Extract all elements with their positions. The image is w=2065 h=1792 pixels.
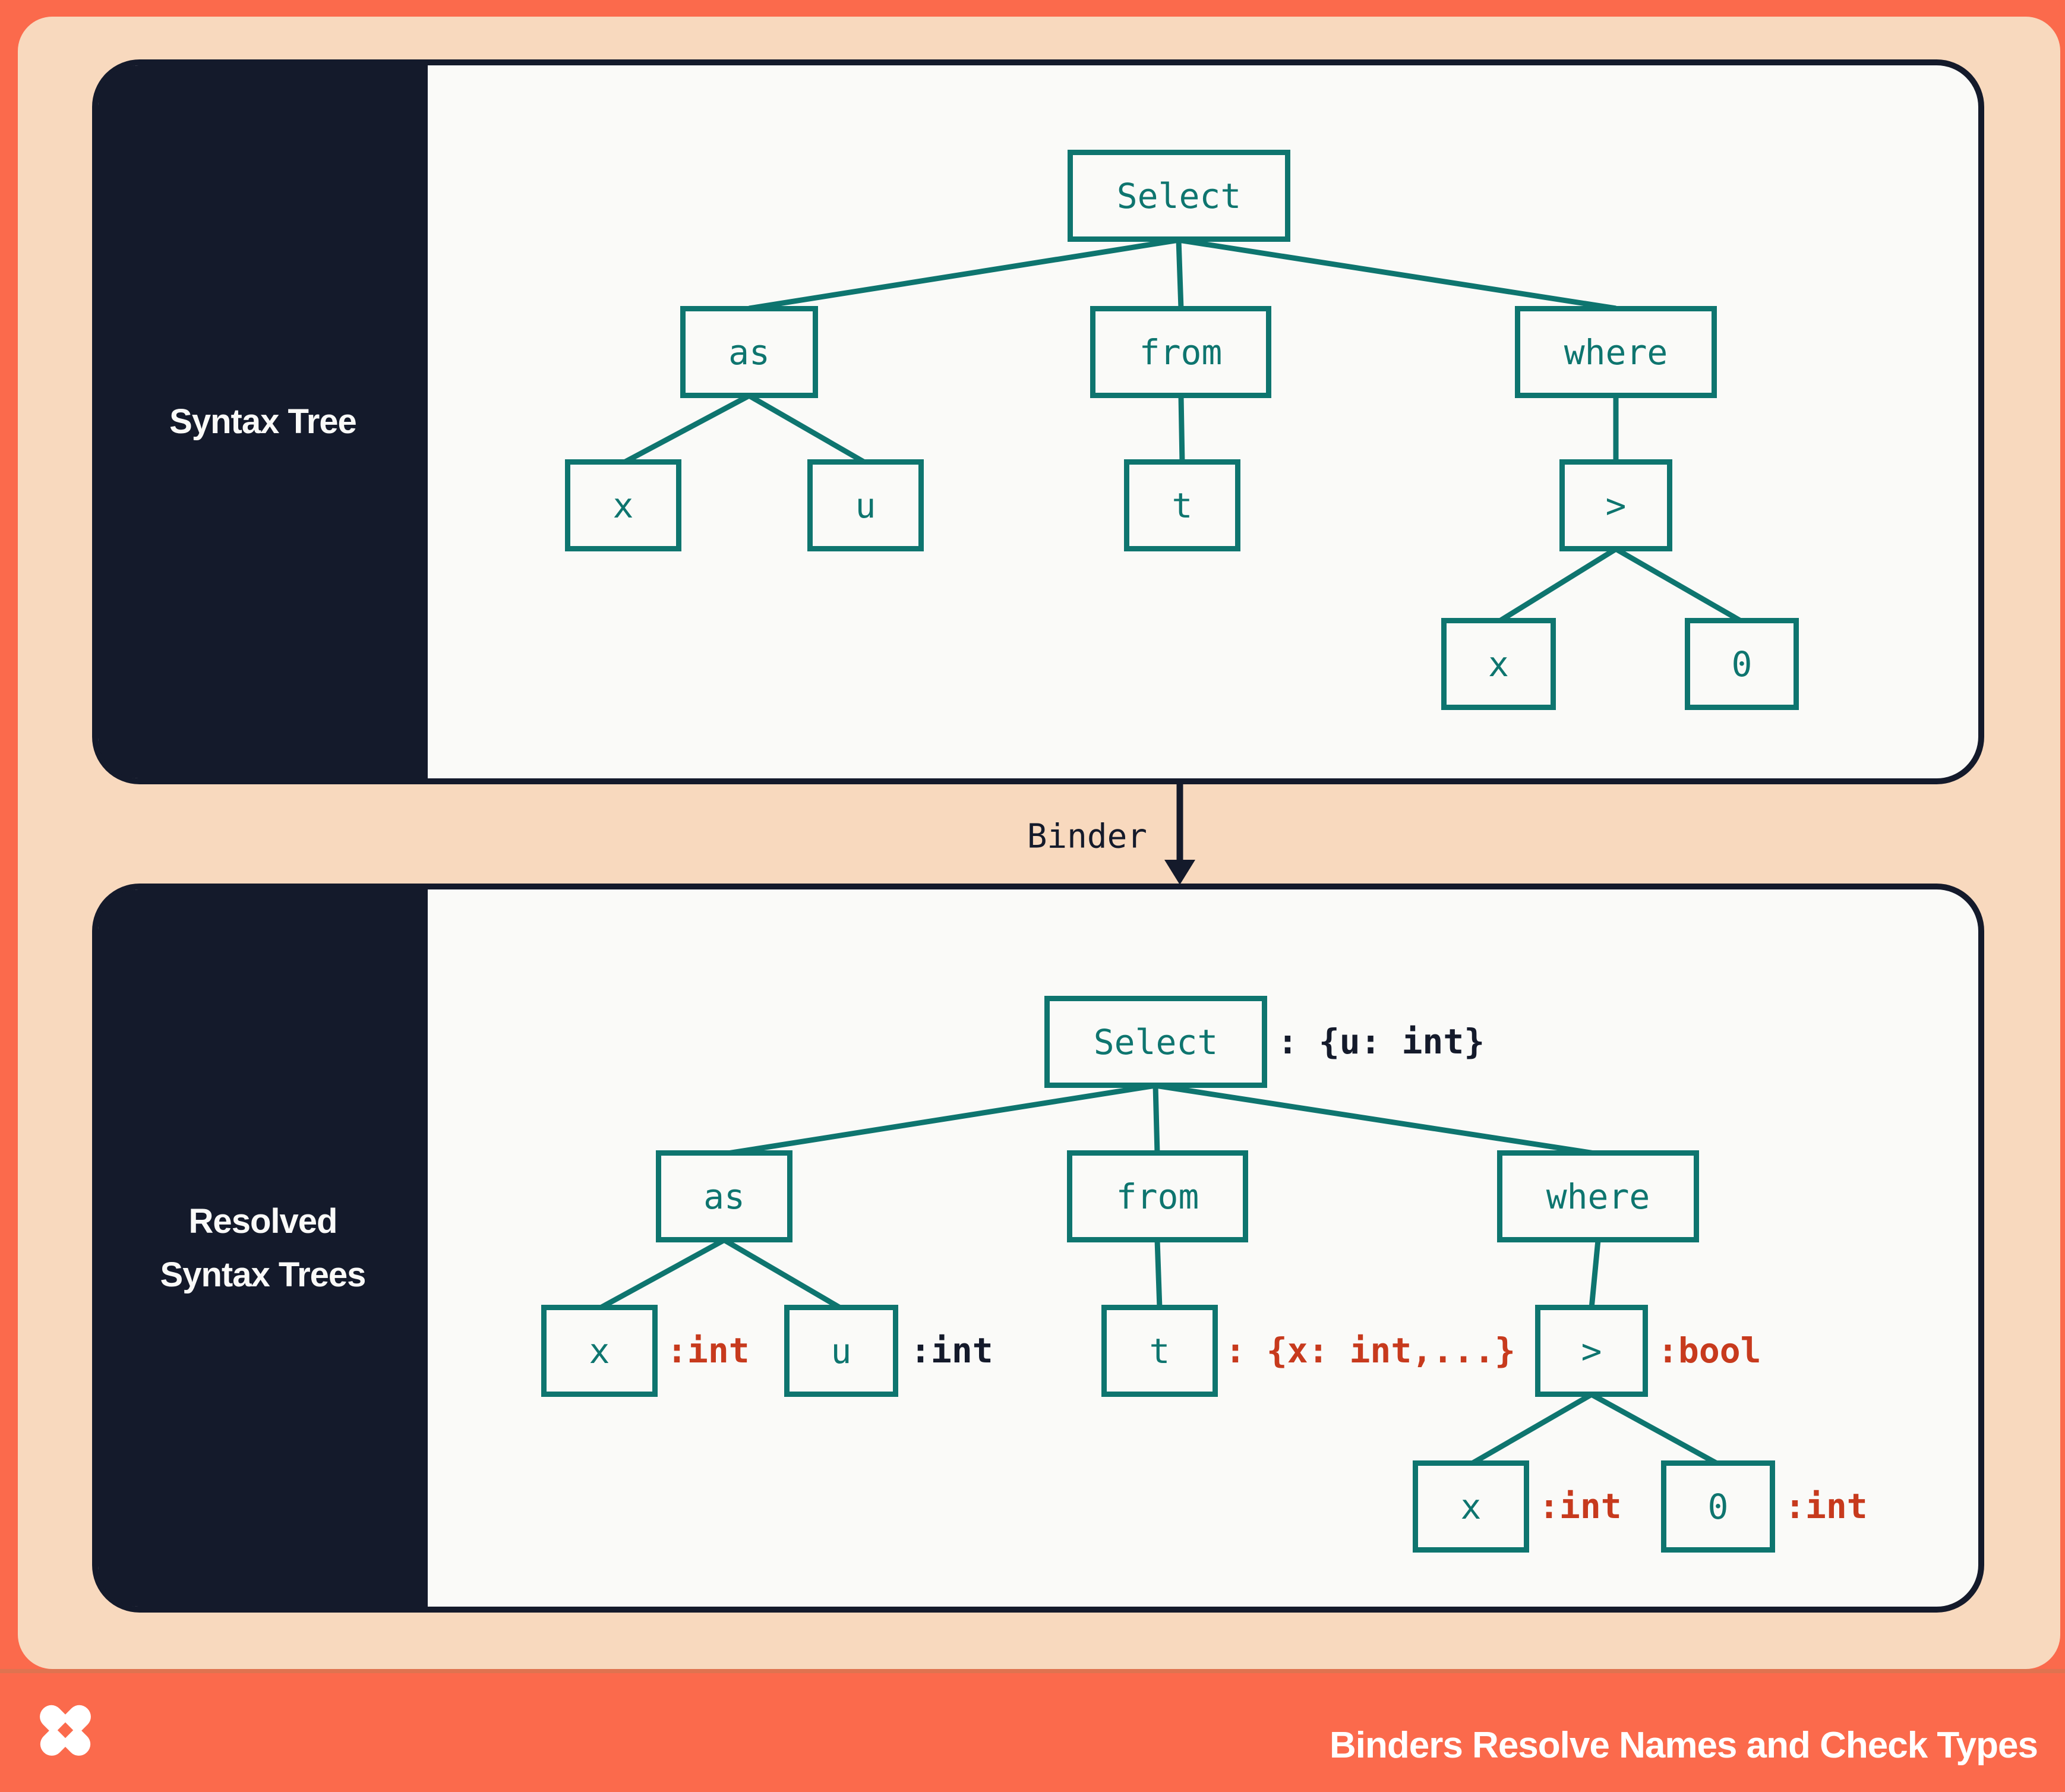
tree2-type-zero-operand: :int [1785, 1486, 1868, 1526]
tree2-node-as: as [656, 1150, 792, 1242]
tree2-type-t-table: : {x: int,...} [1225, 1330, 1515, 1371]
resolved-tree-title-line2: Syntax Trees [160, 1255, 367, 1294]
tree1-node-x-alias: x [565, 459, 681, 551]
tree1-node-from: from [1090, 306, 1271, 398]
tree2-node-select: Select [1044, 996, 1267, 1088]
footer-divider [0, 1669, 2065, 1673]
tree2-type-x-operand: :int [1539, 1486, 1622, 1526]
dolt-logo-icon [40, 1705, 91, 1756]
tree1-node-gt: > [1559, 459, 1672, 551]
tree2-node-x-alias: x [541, 1305, 658, 1397]
tree1-node-where: where [1515, 306, 1717, 398]
tree2-node-x-operand: x [1413, 1460, 1529, 1553]
tree2-node-u-alias: u [784, 1305, 898, 1397]
resolved-tree-title-line1: Resolved [188, 1201, 338, 1241]
tree2-node-t-table: t [1101, 1305, 1218, 1397]
tree1-node-as: as [680, 306, 818, 398]
syntax-tree-sidebar: Syntax Tree [98, 65, 428, 778]
tree2-type-u-alias: :int [910, 1330, 993, 1371]
tree2-type-select: : {u: int} [1277, 1021, 1485, 1062]
syntax-tree-panel: Syntax Tree [92, 59, 1984, 784]
tree1-node-u-alias: u [807, 459, 924, 551]
tree1-node-zero-operand: 0 [1685, 618, 1799, 710]
resolved-tree-sidebar: Resolved Syntax Trees [98, 889, 428, 1607]
tree2-node-where: where [1497, 1150, 1699, 1242]
binder-label: Binder [1027, 817, 1147, 856]
tree2-type-gt: :bool [1657, 1330, 1761, 1371]
syntax-tree-title: Syntax Tree [169, 402, 357, 441]
tree1-node-select: Select [1068, 150, 1290, 242]
tree1-node-t-table: t [1124, 459, 1240, 551]
resolved-tree-title: Resolved Syntax Trees [160, 1195, 367, 1302]
tree2-node-gt: > [1535, 1305, 1648, 1397]
footer-caption: Binders Resolve Names and Check Types [1329, 1725, 2038, 1766]
tree2-type-x-alias: :int [667, 1330, 750, 1371]
tree2-node-zero-operand: 0 [1661, 1460, 1775, 1553]
tree1-node-x-operand: x [1441, 618, 1556, 710]
tree2-node-from: from [1067, 1150, 1248, 1242]
